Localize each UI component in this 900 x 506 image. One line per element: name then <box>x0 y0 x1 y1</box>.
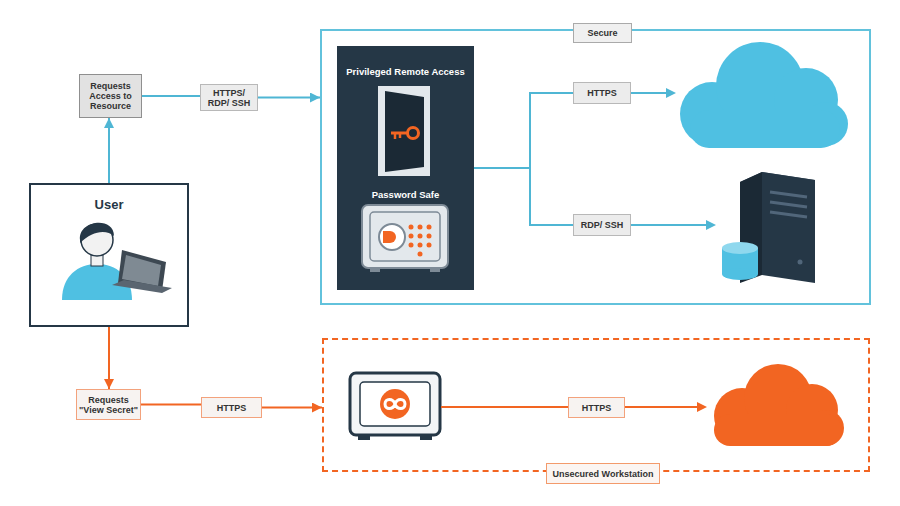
flow-line <box>441 406 568 408</box>
arrow-head <box>706 220 716 230</box>
safe-foot <box>370 268 380 272</box>
flow-connector <box>474 93 573 168</box>
person-hair <box>80 223 114 243</box>
keypad-dot <box>418 225 423 230</box>
laptop-display <box>122 255 161 286</box>
zone-title: Secure <box>573 23 632 43</box>
flow-connector <box>262 407 322 409</box>
vault-foot <box>420 435 432 440</box>
vault-door <box>360 382 430 426</box>
box-label: Requests Access to Resource <box>82 81 139 111</box>
cloud-shape <box>716 42 804 130</box>
cloud-shape <box>714 414 842 446</box>
flow-line <box>631 92 667 94</box>
keypad-dot <box>427 234 432 239</box>
flow-connector <box>474 168 573 225</box>
flow-connector <box>141 404 201 406</box>
keypad-dot <box>418 234 423 239</box>
server-slot <box>770 192 807 197</box>
protocol-box: HTTPS <box>568 397 625 418</box>
request-box: Requests Access to Resource <box>79 74 142 118</box>
request-box: Requests "View Secret" <box>76 389 141 420</box>
flow-connector <box>142 95 200 97</box>
laptop-screen <box>118 250 166 291</box>
vault-body <box>350 373 440 435</box>
door-frame <box>378 86 430 176</box>
server-front <box>762 172 815 283</box>
key-ring <box>408 128 419 139</box>
cloud-shape <box>786 384 838 436</box>
cloud-shape <box>690 110 840 148</box>
box-label: Requests "View Secret" <box>79 395 138 415</box>
disk-bottom <box>722 268 758 280</box>
panel-title: Privileged Remote Access <box>337 64 474 78</box>
safe-door <box>370 212 440 261</box>
arrow-head <box>697 402 707 412</box>
protocol-box: HTTPS/ RDP/ SSH <box>200 84 258 111</box>
vault-foot <box>358 435 370 440</box>
protocol-box: RDP/ SSH <box>573 214 631 236</box>
box-label: HTTPS <box>217 403 247 413</box>
box-label: RDP/ SSH <box>581 220 624 230</box>
safe-body <box>362 205 448 268</box>
person-head <box>81 224 113 256</box>
door-leaf <box>385 91 424 172</box>
vault-logo-mark <box>385 400 405 409</box>
access-panel: Privileged Remote AccessPassword Safe <box>337 46 474 290</box>
keypad-dot <box>418 252 423 257</box>
actor-box: User <box>29 183 189 327</box>
cloud-shape <box>744 364 812 432</box>
secure-zone: SecurePrivileged Remote AccessPassword S… <box>320 29 871 305</box>
cloud-shape <box>680 82 744 146</box>
laptop-base <box>112 280 172 293</box>
server-slot <box>770 212 807 217</box>
safe-dial <box>379 224 405 250</box>
cloud-shape <box>774 68 838 132</box>
flow-line <box>625 406 698 408</box>
flow-connector <box>258 97 320 99</box>
disk-body <box>722 248 758 274</box>
box-label: HTTPS <box>582 403 612 413</box>
flow-connector <box>108 118 110 183</box>
arrow-head <box>666 88 676 98</box>
keypad-dot <box>418 243 423 248</box>
server-slot <box>770 202 807 207</box>
panel-title: Password Safe <box>337 187 474 201</box>
key-tooth <box>394 133 397 139</box>
zone-title: Unsecured Workstation <box>546 463 660 484</box>
person-body <box>62 264 132 300</box>
keypad-dot <box>409 234 414 239</box>
flow-line <box>631 224 707 226</box>
box-label: HTTPS/ RDP/ SSH <box>203 88 255 108</box>
safe-foot <box>430 268 440 272</box>
keypad-dot <box>409 243 414 248</box>
person-neck <box>91 252 103 266</box>
cloud-shape <box>808 410 844 446</box>
key-shaft <box>391 132 407 135</box>
keypad-dot <box>427 225 432 230</box>
server-side <box>740 172 762 283</box>
cloud-shape <box>804 102 848 146</box>
server-led <box>798 260 803 265</box>
safe-dial-mark <box>383 231 396 243</box>
disk-top <box>722 242 758 254</box>
key-tooth <box>399 133 402 138</box>
box-label: HTTPS <box>587 88 617 98</box>
flow-connector <box>108 327 110 389</box>
unsecured-zone: Unsecured WorkstationHTTPS <box>322 338 870 472</box>
cloud-shape <box>714 388 770 444</box>
keypad-dot <box>409 225 414 230</box>
protocol-box: HTTPS <box>201 397 262 418</box>
server-top <box>740 172 815 190</box>
actor-name: User <box>31 195 187 213</box>
keypad-dot <box>427 243 432 248</box>
vault-logo <box>380 389 410 419</box>
protocol-box: HTTPS <box>573 82 631 104</box>
